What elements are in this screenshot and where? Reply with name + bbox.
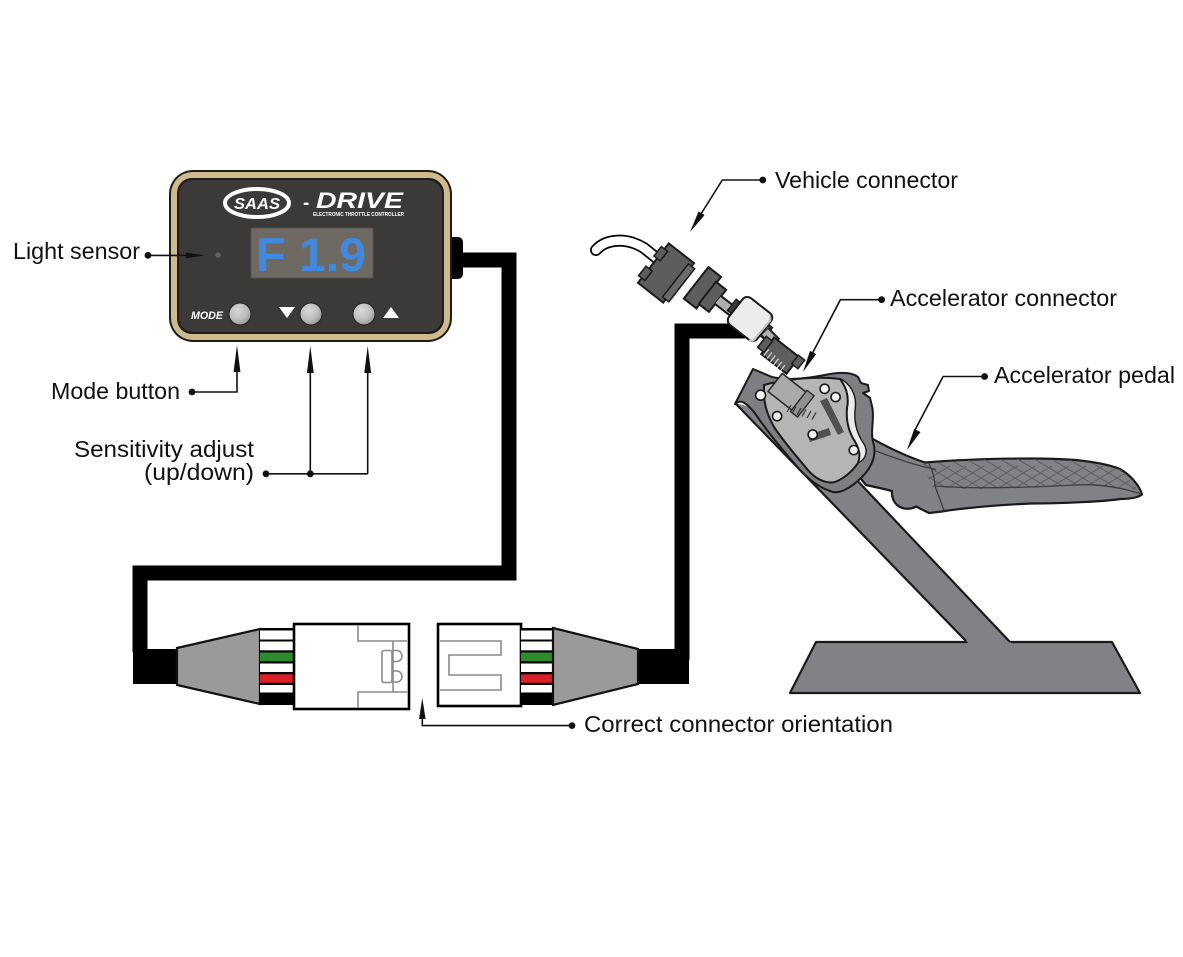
svg-text:F 1.9: F 1.9	[256, 228, 366, 281]
svg-text:Vehicle connector: Vehicle connector	[775, 167, 958, 193]
svg-text:ELECTRONIC THROTTLE CONTROLLER: ELECTRONIC THROTTLE CONTROLLER	[313, 212, 404, 218]
svg-text:DRIVE: DRIVE	[316, 188, 405, 213]
svg-text:Accelerator connector: Accelerator connector	[890, 285, 1117, 311]
svg-text:Light sensor: Light sensor	[13, 238, 140, 264]
svg-text:(up/down): (up/down)	[144, 459, 254, 485]
svg-text:Sensitivity adjust: Sensitivity adjust	[74, 436, 255, 462]
svg-text:SAAS: SAAS	[234, 196, 280, 213]
svg-text:MODE: MODE	[191, 310, 224, 322]
svg-text:-: -	[303, 193, 309, 214]
svg-text:Correct connector orientation: Correct connector orientation	[584, 711, 893, 737]
svg-text:Mode button: Mode button	[51, 378, 180, 404]
svg-text:Accelerator pedal: Accelerator pedal	[994, 362, 1175, 388]
